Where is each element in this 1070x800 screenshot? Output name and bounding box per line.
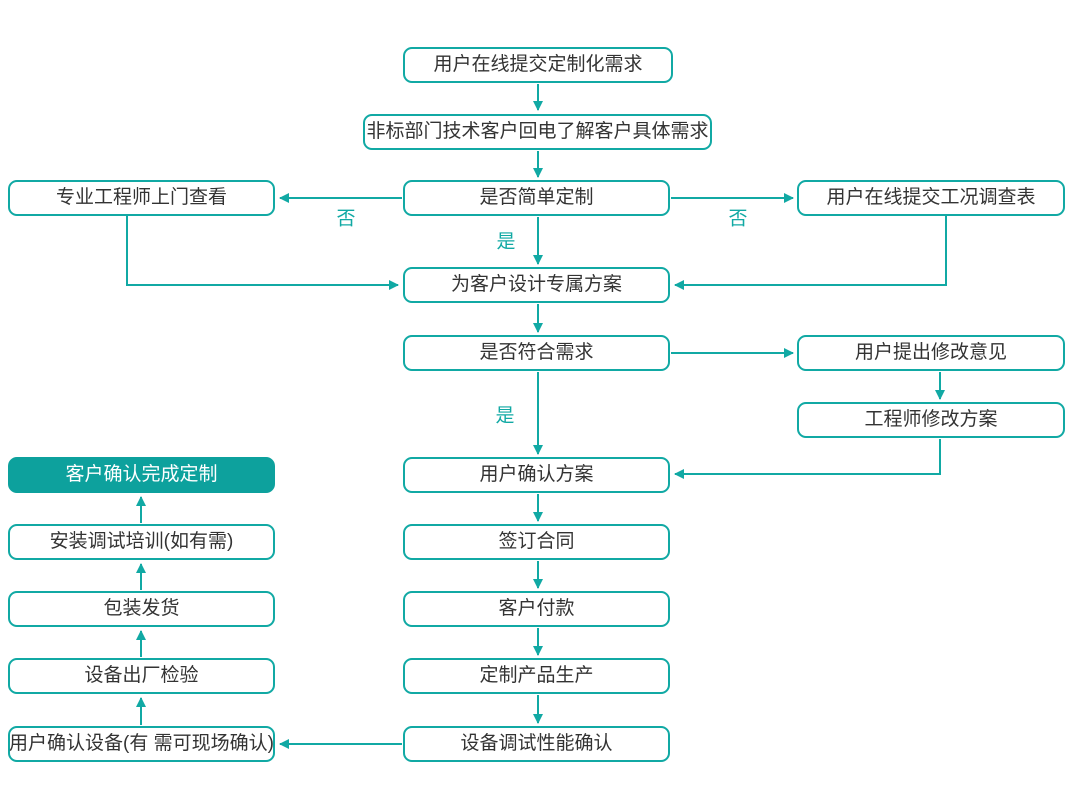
flow-node-callback: 非标部门技术客户回电了解客户具体需求 <box>363 114 712 150</box>
flow-node-feedback: 用户提出修改意见 <box>797 335 1065 371</box>
edge-label-yes-to-design: 是 <box>496 231 516 253</box>
flow-node-confirm-plan: 用户确认方案 <box>403 457 670 493</box>
edge-label-no-left: 否 <box>336 208 356 230</box>
flow-node-production: 定制产品生产 <box>403 658 670 694</box>
flow-node-simple-custom-decision: 是否简单定制 <box>403 180 670 216</box>
flow-node-complete-custom: 客户确认完成定制 <box>8 457 275 493</box>
flow-node-debug-confirm: 设备调试性能确认 <box>403 726 670 762</box>
flow-node-training: 安装调试培训(如有需) <box>8 524 275 560</box>
connector-survey-to-design <box>674 216 947 290</box>
flow-node-submit-request: 用户在线提交定制化需求 <box>403 47 673 83</box>
flow-node-sign-contract: 签订合同 <box>403 524 670 560</box>
flow-node-design-plan: 为客户设计专属方案 <box>403 267 670 303</box>
flow-node-engineer-visit: 专业工程师上门查看 <box>8 180 275 216</box>
flow-node-payment: 客户付款 <box>403 591 670 627</box>
flow-node-shipping: 包装发货 <box>8 591 275 627</box>
edge-label-no-right: 否 <box>728 208 748 230</box>
flow-node-confirm-device: 用户确认设备(有 需可现场确认) <box>8 726 275 762</box>
connector-visit-to-design <box>126 216 399 290</box>
edge-label-yes-to-confirm: 是 <box>495 405 515 427</box>
connector-revise-to-confirm <box>674 439 941 479</box>
flow-node-factory-inspection: 设备出厂检验 <box>8 658 275 694</box>
flow-node-revise-plan: 工程师修改方案 <box>797 402 1065 438</box>
flow-node-meet-requirement-decision: 是否符合需求 <box>403 335 670 371</box>
flow-node-survey-form: 用户在线提交工况调查表 <box>797 180 1065 216</box>
